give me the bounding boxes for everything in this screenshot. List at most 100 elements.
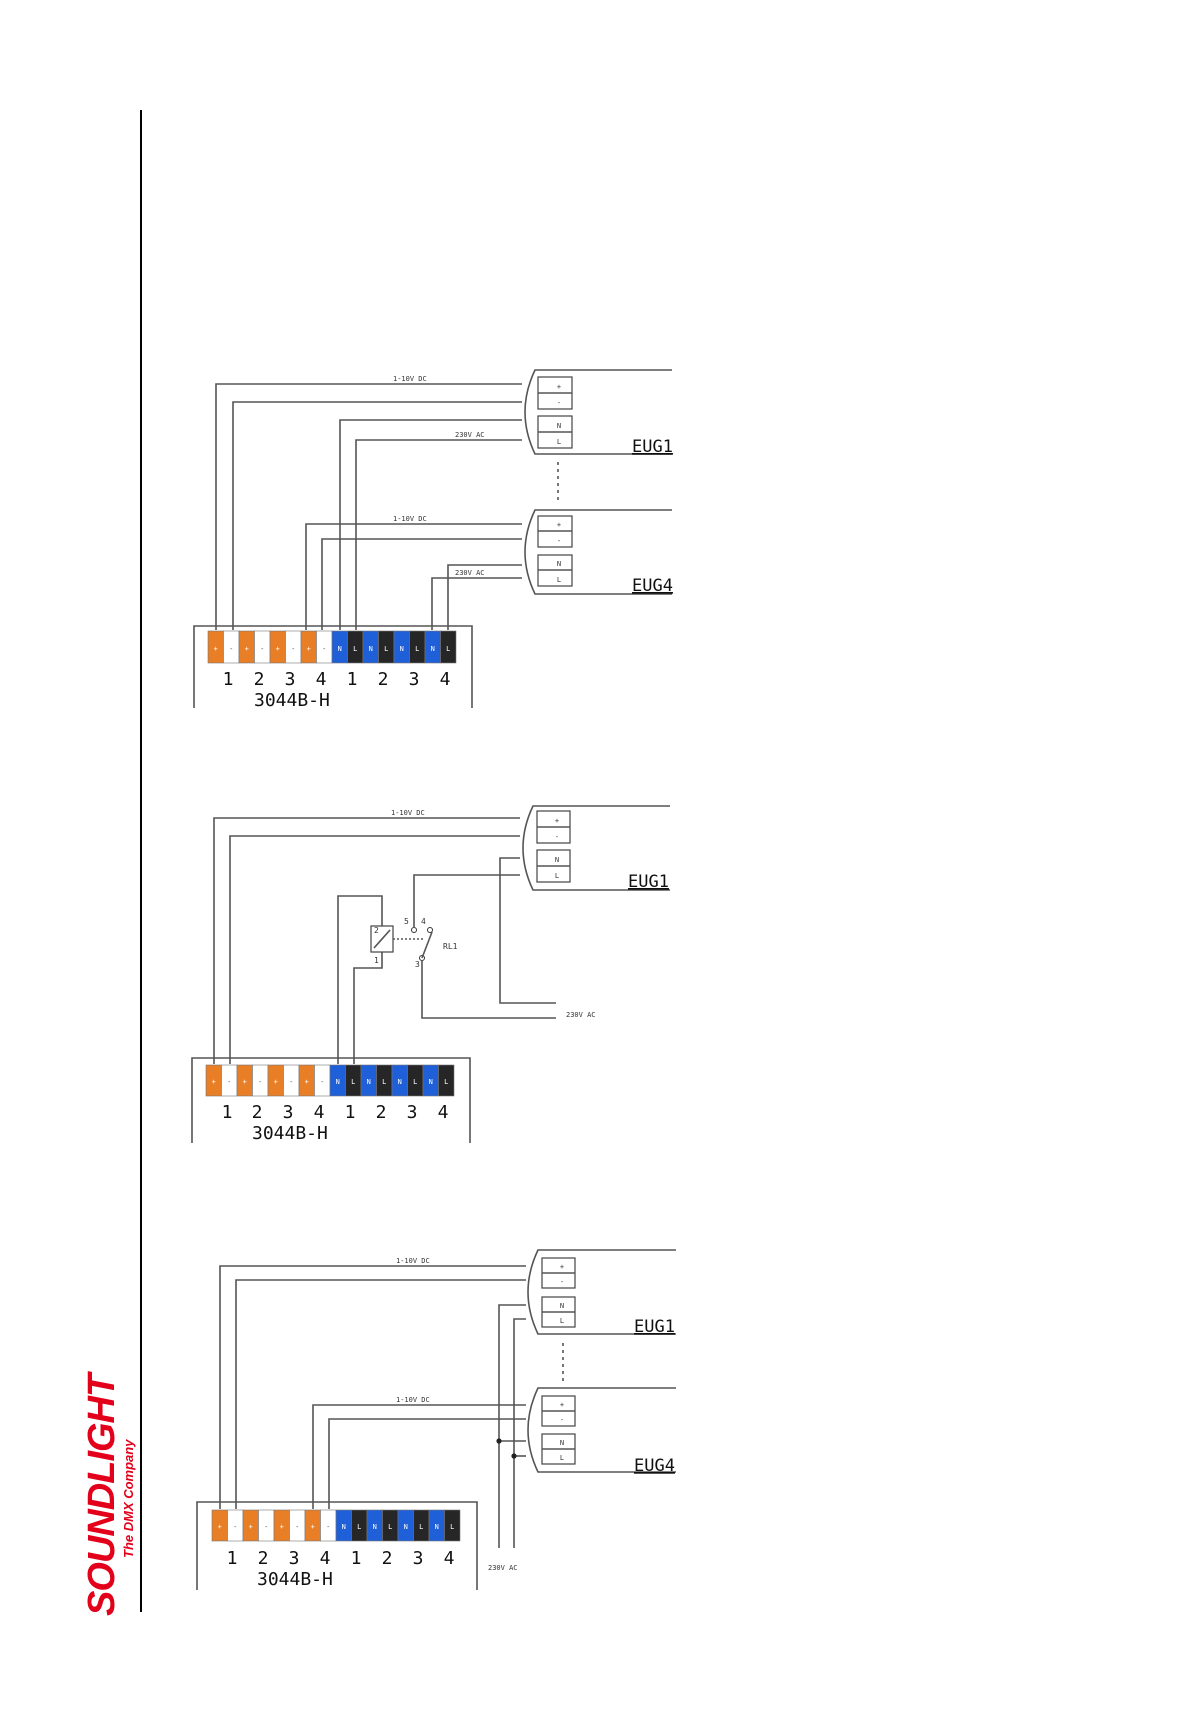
terminal-mark: N: [336, 1078, 340, 1086]
wire-minus-ch4: [328, 1418, 526, 1509]
signal-label: 1-10V DC: [391, 809, 425, 817]
neutral-mark: N: [555, 856, 559, 864]
terminal-number: 4: [444, 1548, 455, 1569]
power-label: 230V AC: [488, 1564, 518, 1572]
ballast-eug1: + - N L EUG1: [524, 369, 673, 457]
ballast-label: EUG1: [632, 437, 673, 457]
neutral-mark: N: [557, 422, 561, 430]
module-housing: [193, 625, 473, 708]
junction-dot: [511, 1453, 517, 1459]
terminal-mark: +: [218, 1523, 222, 1531]
relay-contact-5: [411, 927, 417, 933]
terminal-mark: L: [388, 1523, 392, 1531]
ballast-eug1: + - N L EUG1: [527, 1249, 676, 1337]
terminal-number: 1: [223, 669, 234, 690]
plus-mark: +: [557, 383, 561, 391]
terminal-numbers: 1 2 3 4 1 2 3 4: [223, 669, 451, 690]
terminal-numbers: 1 2 3 4 1 2 3 4: [227, 1548, 455, 1569]
terminal-live: [438, 1064, 455, 1097]
terminal-mark: N: [429, 1078, 433, 1086]
terminal-number: 4: [440, 669, 451, 690]
plus-mark: +: [560, 1401, 564, 1409]
module-housing: [191, 1057, 471, 1143]
terminal-number: 2: [252, 1102, 263, 1123]
plus-mark: +: [560, 1263, 564, 1271]
terminal-mark: L: [351, 1078, 355, 1086]
terminal-mark: L: [413, 1078, 417, 1086]
relay-contact-4: [427, 927, 433, 933]
terminal-mark: +: [212, 1078, 216, 1086]
terminal-mark: -: [326, 1523, 330, 1531]
terminal-number: 3: [409, 669, 420, 690]
terminal-number: 1: [351, 1548, 362, 1569]
signal-label: 1-10V DC: [393, 375, 427, 383]
terminal-mark: -: [229, 645, 233, 653]
device-label: 3044B-H: [257, 1569, 333, 1590]
wire-plus-ch4: [305, 523, 522, 630]
neutral-mark: N: [560, 1439, 564, 1447]
ballast-outline: [527, 1387, 676, 1473]
module-housing: [196, 1501, 478, 1590]
device-label: 3044B-H: [252, 1123, 328, 1144]
terminal-number: 3: [407, 1102, 418, 1123]
terminal-number: 4: [314, 1102, 325, 1123]
wire-minus-ch1: [232, 401, 522, 630]
terminal-number: 4: [316, 669, 327, 690]
terminal-mark: N: [400, 645, 404, 653]
power-label: 230V AC: [566, 1011, 596, 1019]
wire-n-ch1: [339, 419, 522, 630]
margin-rule: [140, 110, 142, 1612]
relay-pin: 3: [415, 960, 420, 969]
terminal-mark: N: [398, 1078, 402, 1086]
live-mark: L: [557, 438, 561, 446]
terminal-mark: +: [280, 1523, 284, 1531]
terminal-numbers: 1 2 3 4 1 2 3 4: [222, 1102, 449, 1123]
terminal-number: 2: [254, 669, 265, 690]
terminal-live: [444, 1509, 461, 1542]
terminal-mark: N: [435, 1523, 439, 1531]
terminal-number: 2: [376, 1102, 387, 1123]
terminal-mark: +: [274, 1078, 278, 1086]
terminal-mark: -: [289, 1078, 293, 1086]
terminal-mark: -: [258, 1078, 262, 1086]
terminal-mark: L: [450, 1523, 454, 1531]
wire-plus-ch1: [213, 817, 520, 1064]
wire-switched-live: [413, 874, 520, 928]
ballast-eug4: + - N L EUG4: [524, 509, 673, 596]
wire-relay-coil-2: [337, 895, 383, 1064]
terminal-mark: N: [373, 1523, 377, 1531]
terminal-mark: N: [338, 645, 342, 653]
terminal-mark: -: [295, 1523, 299, 1531]
neutral-mark: N: [557, 560, 561, 568]
live-mark: L: [560, 1454, 564, 1462]
terminal-mark: L: [382, 1078, 386, 1086]
wire-plus-ch4: [312, 1404, 526, 1509]
terminal-number: 4: [320, 1548, 331, 1569]
ballast-outline: [522, 805, 670, 891]
terminal-mark: -: [260, 645, 264, 653]
terminal-mark: +: [276, 645, 280, 653]
terminal-mark: -: [233, 1523, 237, 1531]
terminal-mark: L: [384, 645, 388, 653]
terminal-mark: N: [369, 645, 373, 653]
terminal-number: 2: [258, 1548, 269, 1569]
wire-plus-ch1: [219, 1265, 526, 1509]
wire-minus-ch4: [321, 538, 522, 630]
terminal-mark: -: [320, 1078, 324, 1086]
ballast-label: EUG1: [628, 872, 669, 892]
terminal-mark: L: [444, 1078, 448, 1086]
wire-relay-coil-1: [353, 952, 383, 1064]
minus-mark: -: [557, 537, 561, 545]
wire-mains-neutral: [498, 1304, 526, 1548]
ballast-label: EUG4: [632, 576, 673, 596]
terminal-number: 1: [347, 669, 358, 690]
live-mark: L: [560, 1317, 564, 1325]
terminal-number: 4: [438, 1102, 449, 1123]
power-label: 230V AC: [455, 431, 485, 439]
relay-pin: 2: [374, 926, 379, 935]
relay-pin: 5: [404, 917, 409, 926]
